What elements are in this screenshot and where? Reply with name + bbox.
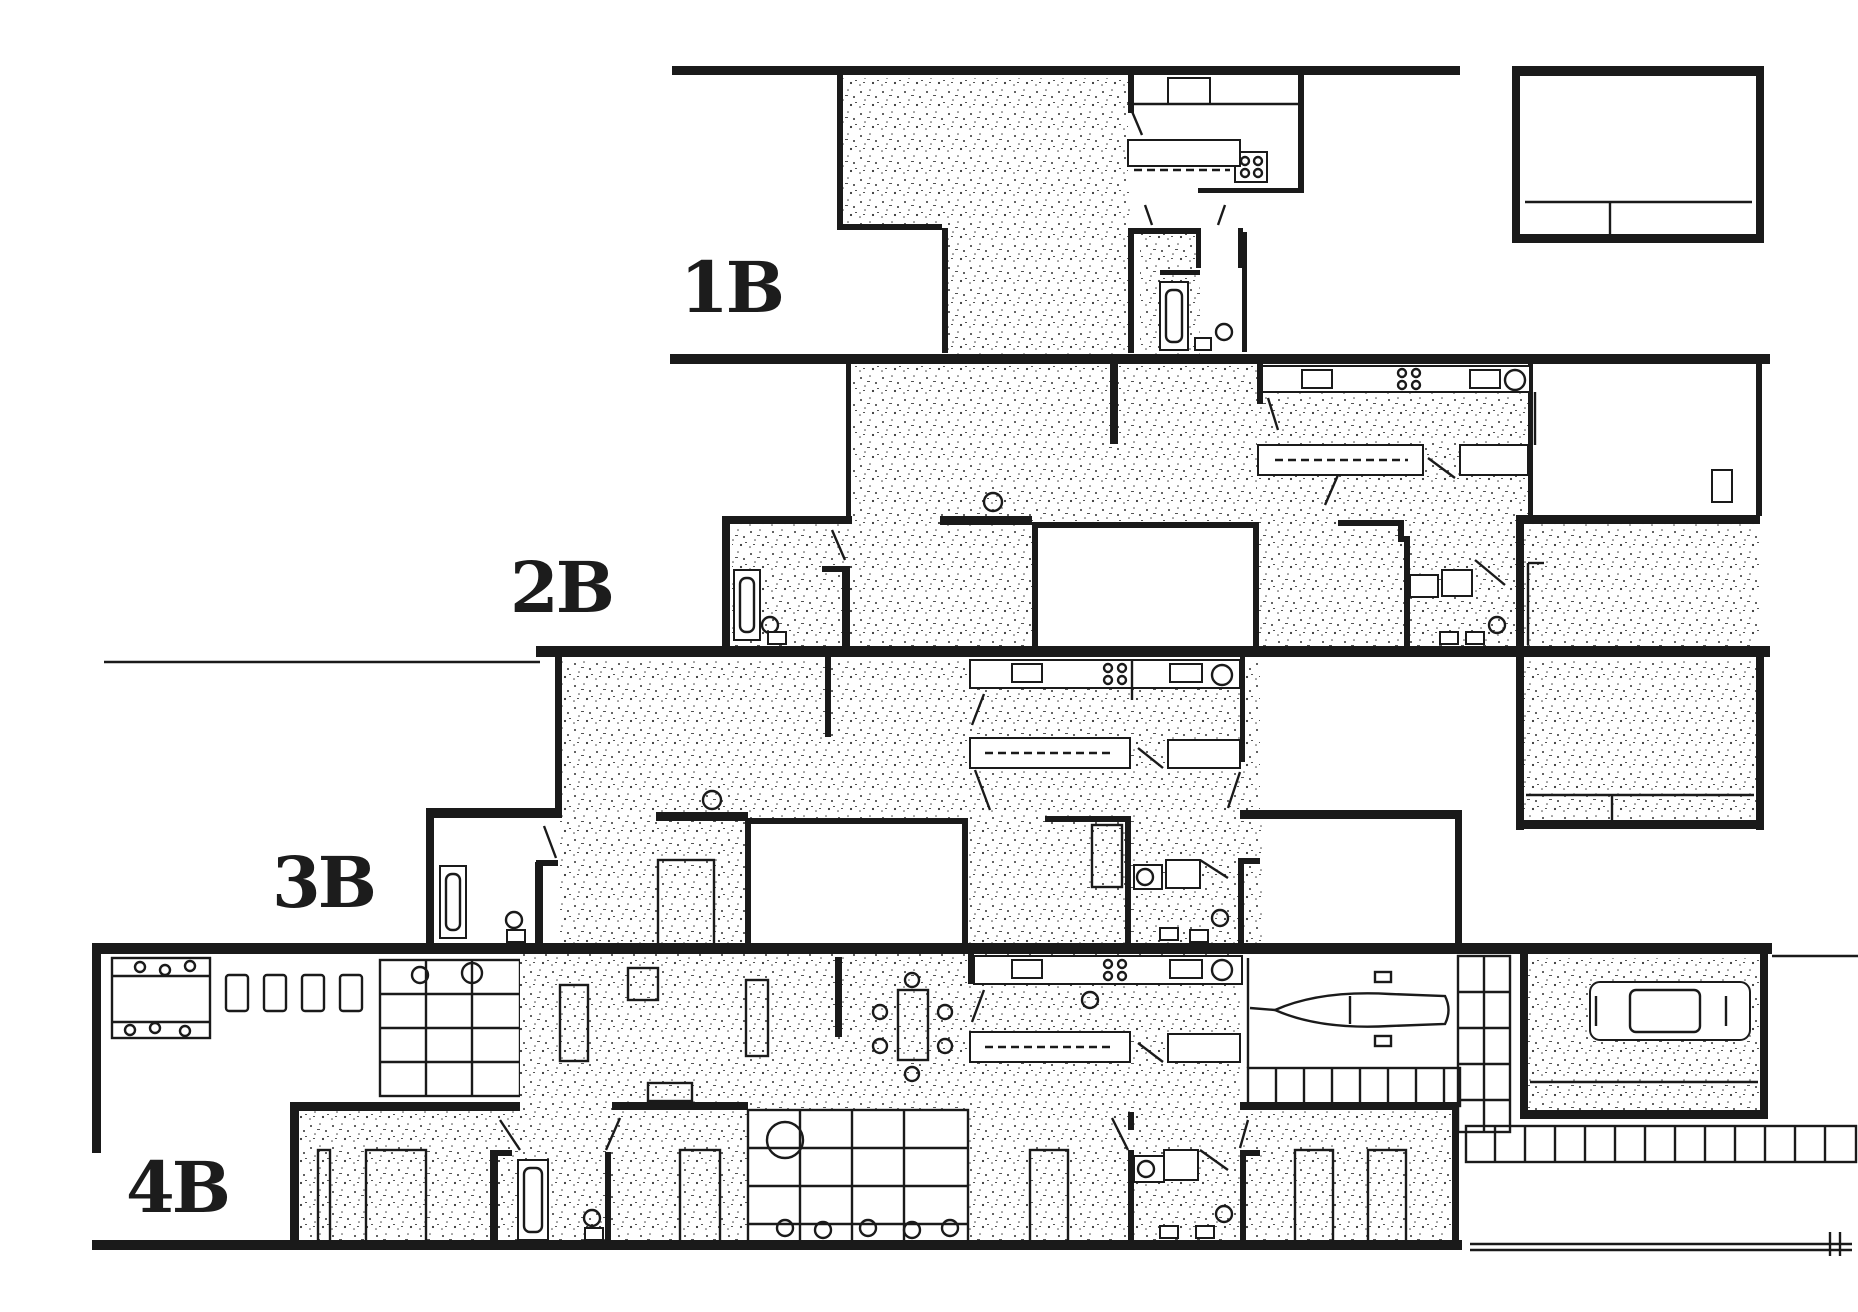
unit-4b-label: 4B [126,1146,228,1229]
unit-3b [92,657,1858,958]
unit-1b-label: 1B [680,246,782,329]
unit-3b-label: 3B [272,841,374,924]
unit-2b-label: 2B [510,546,612,629]
unit-1b [670,66,1770,364]
unit-4b [92,943,1858,1256]
right-storage-box [1516,657,1764,830]
unit-2b [104,364,1770,664]
